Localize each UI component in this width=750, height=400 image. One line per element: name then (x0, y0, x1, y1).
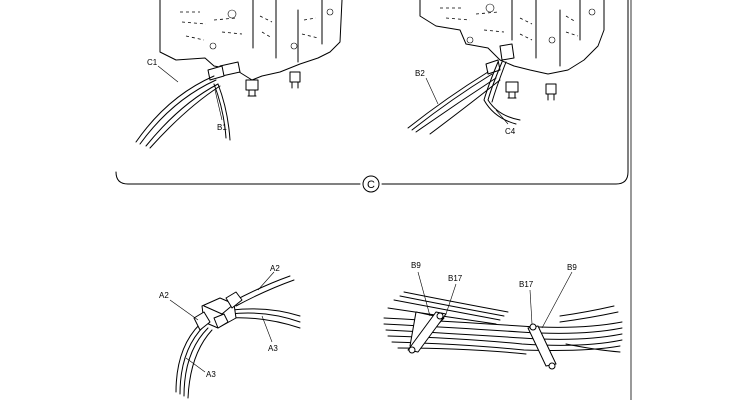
leader-a2-left (169, 299, 199, 321)
leader-b1 (214, 89, 223, 121)
hose-coupler-assembly (175, 275, 301, 399)
leader-c1 (157, 65, 179, 83)
section-marker-label: C (367, 179, 375, 191)
hose-bundle-right (407, 61, 521, 135)
label-b9-left: B9 (411, 261, 421, 270)
leader-a3-mid (261, 315, 273, 343)
section-marker-circle (362, 175, 380, 193)
upper-panel-bracket: C (115, 0, 629, 193)
label-b17-right: B17 (519, 280, 534, 289)
label-a2-top: A2 (270, 264, 280, 273)
label-a2-left: A2 (159, 291, 169, 300)
leader-b9-right (541, 271, 573, 329)
label-b17-left: B17 (448, 274, 463, 283)
valve-assembly-left (159, 0, 343, 97)
label-a3-mid: A3 (268, 344, 278, 353)
label-b9-right: B9 (567, 263, 577, 272)
leader-b9-left (417, 271, 431, 317)
leader-b17-right (529, 289, 533, 325)
label-b2: B2 (415, 69, 425, 78)
label-c1: C1 (147, 58, 158, 67)
valve-assembly-right (419, 0, 605, 101)
leader-b2 (425, 77, 439, 105)
label-a3-bottom: A3 (206, 370, 216, 379)
leader-c4 (495, 109, 509, 125)
leader-a3-bottom (185, 357, 206, 373)
hose-bundle-left (135, 75, 231, 149)
label-b1: B1 (217, 123, 227, 132)
leader-b17-left (445, 283, 457, 315)
leader-a2-top (257, 271, 275, 291)
clamped-hose-bundle (383, 291, 623, 370)
label-c4: C4 (505, 127, 516, 136)
